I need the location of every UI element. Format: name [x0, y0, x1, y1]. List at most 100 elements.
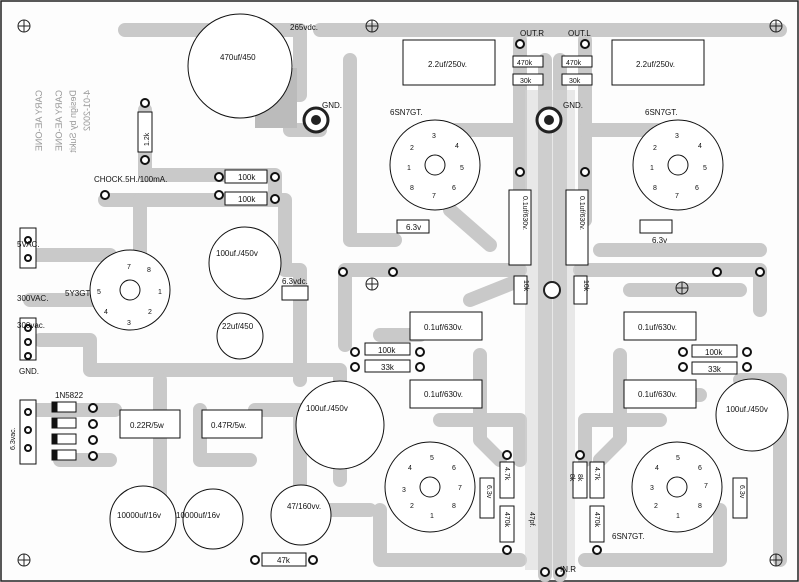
cap-0.1-r2-label: 0.1uf/630v. — [638, 390, 677, 399]
rect-pin-3: 3 — [127, 320, 131, 327]
t4-pin-4: 4 — [655, 465, 659, 472]
res-100k-a-label: 100k — [238, 173, 256, 182]
ground-lugs — [302, 106, 563, 299]
mirror-line-3: Design by Sukit — [68, 90, 78, 153]
t1-pin-4: 4 — [455, 143, 459, 150]
board-labels: 265vdc. GND. GND. OUT.R OUT.L IN.R CHOCK… — [10, 23, 745, 574]
t1-pin-8: 8 — [410, 185, 414, 192]
cap-470-label: 470uf/450 — [220, 53, 256, 62]
t3-pin-5: 5 — [430, 455, 434, 462]
res-30k-b-label: 30k — [569, 78, 581, 85]
cap-10000-a-label: 10000uf/16v — [117, 511, 161, 520]
cap-2.2-l-label: 2.2uf/250v. — [428, 60, 467, 69]
cap-100-450-c-label: 100uf./450v — [726, 405, 768, 414]
res-0.47-label: 0.47R/5w. — [211, 421, 247, 430]
300vac-b-label: 300vac. — [17, 321, 45, 330]
t2-pin-1: 1 — [650, 165, 654, 172]
5vac-label: 5VAC. — [17, 240, 40, 249]
diodes — [51, 401, 77, 461]
cap-100-450-label: 100uf./450v — [216, 249, 258, 258]
res-470k-top2-label: 470k — [566, 60, 582, 67]
center-ground-bus — [525, 90, 575, 570]
out-l-label: OUT.L — [568, 29, 591, 38]
t4-pin-6: 6 — [698, 465, 702, 472]
res-8k-a-label: 8k — [576, 474, 583, 482]
rect-pin-8: 8 — [147, 267, 151, 274]
t3-pin-8: 8 — [452, 503, 456, 510]
res-470k-b1-label: 470k — [503, 512, 510, 528]
t2-pin-8: 8 — [653, 185, 657, 192]
cap-47-160-label: 47/160vv. — [287, 502, 321, 511]
res-33k-l-label: 33k — [381, 363, 395, 372]
heater-label-c: 6.3v — [485, 485, 492, 499]
tube-sockets — [89, 119, 724, 533]
tube-l1-label: 6SN7GT. — [390, 108, 422, 117]
in-r-label: IN.R — [560, 565, 576, 574]
rect-parts — [19, 39, 748, 567]
rect-pin-4: 4 — [104, 309, 108, 316]
choke-label: CHOCK.5H./100mA. — [94, 175, 167, 184]
res-4.7k-v1-label: 4.7k — [503, 467, 510, 481]
t1-pin-2: 2 — [410, 145, 414, 152]
res-100k-r-label: 100k — [705, 348, 723, 357]
res-10k-b-label: 10k — [582, 280, 589, 292]
t1-pin-6: 6 — [452, 185, 456, 192]
component-labels: 470uf/450 1.2k 100k 100k 100uf./450v 22u… — [117, 53, 768, 565]
caps-round — [109, 13, 789, 553]
res-10k-a-label: 10k — [522, 280, 529, 292]
gnd-label-3: GND. — [19, 367, 39, 376]
mirror-line-2: CARY AE-ONE — [54, 90, 64, 151]
t3-pin-3: 3 — [402, 487, 406, 494]
pads — [24, 39, 765, 577]
t3-pin-7: 7 — [458, 485, 462, 492]
heater-label-d: 6.3v — [738, 485, 745, 499]
mirror-line-4: 4-01-2002 — [82, 90, 92, 131]
t4-pin-8: 8 — [698, 503, 702, 510]
t2-pin-7: 7 — [675, 193, 679, 200]
res-100k-l-label: 100k — [378, 346, 396, 355]
cap-22-450-label: 22uf/450 — [222, 322, 254, 331]
t4-pin-5: 5 — [676, 455, 680, 462]
rect-pin-2: 2 — [148, 309, 152, 316]
t4-pin-2: 2 — [654, 503, 658, 510]
cap-0.1-v1-label: 0.1uf/630v. — [521, 196, 528, 230]
t2-pin-3: 3 — [675, 133, 679, 140]
t4-pin-1: 1 — [676, 513, 680, 520]
heater-label-b: 6.3v — [652, 236, 667, 245]
rect-pin-7: 7 — [127, 264, 131, 271]
6.3vac-label: 6.3vac. — [10, 427, 17, 450]
res-100k-b-label: 100k — [238, 195, 256, 204]
t3-pin-6: 6 — [452, 465, 456, 472]
res-470k-top-label: 470k — [517, 60, 533, 67]
res-0.22-label: 0.22R/5w — [130, 421, 164, 430]
t1-pin-1: 1 — [407, 165, 411, 172]
cap-10000-b-label: 10000uf/16v — [176, 511, 220, 520]
t2-pin-2: 2 — [653, 145, 657, 152]
rect-pin-numbers: 7 8 5 1 2 4 3 — [97, 264, 162, 327]
heater-label-a: 6.3v — [406, 223, 421, 232]
cap-0.1-v2-label: 0.1uf/630v. — [578, 196, 585, 230]
cap-0.1-l2-label: 0.1uf/630v. — [424, 390, 463, 399]
tube-r1-label: 6SN7GT. — [645, 108, 677, 117]
tube-pin-numbers: 1 2 3 4 5 6 7 8 1 2 3 4 5 6 7 8 3 4 5 6 … — [402, 133, 708, 520]
res-1.2k-label: 1.2k — [144, 132, 151, 146]
t1-pin-3: 3 — [432, 133, 436, 140]
res-470k-b2-label: 470k — [593, 512, 600, 528]
cap-100-450-b-label: 100uf./450v — [306, 404, 348, 413]
t4-pin-3: 3 — [650, 485, 654, 492]
hv-label: 265vdc. — [290, 23, 318, 32]
t3-pin-4: 4 — [408, 465, 412, 472]
300vac-a-label: 300VAC. — [17, 294, 48, 303]
cap-0.1-r1-label: 0.1uf/630v. — [638, 323, 677, 332]
rect-pin-5: 5 — [97, 289, 101, 296]
mirrored-credit: CARY AE-ONE CARY AE-ONE Design by Sukit … — [34, 90, 92, 153]
cap-0.1-l1-label: 0.1uf/630v. — [424, 323, 463, 332]
5y3gt-label: 5Y3GT. — [65, 289, 92, 298]
res-47k-label: 47k — [277, 556, 291, 565]
t3-pin-2: 2 — [410, 503, 414, 510]
t4-pin-7: 7 — [704, 483, 708, 490]
t2-pin-4: 4 — [698, 143, 702, 150]
